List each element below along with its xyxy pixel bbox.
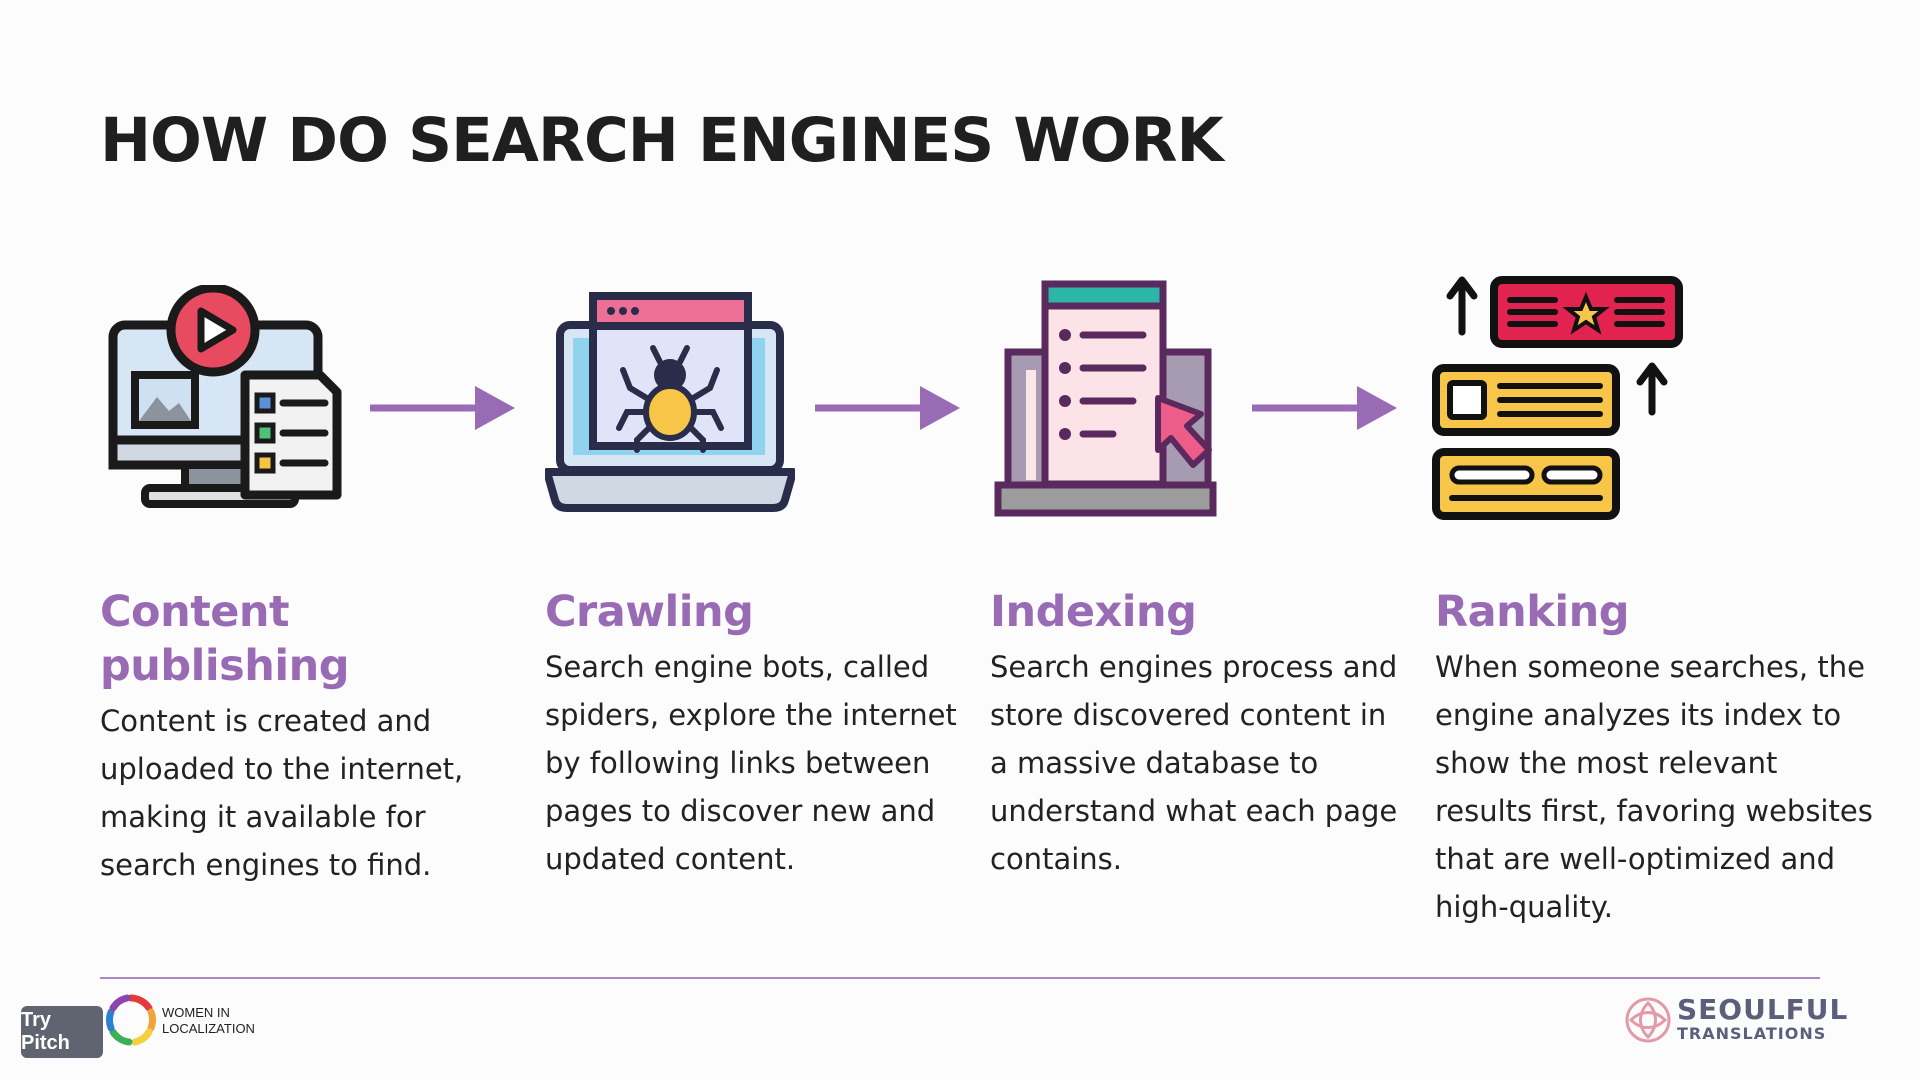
arrow-right-icon	[1252, 386, 1397, 430]
ranking-cards-icon	[1432, 276, 1683, 520]
try-pitch-button[interactable]: Try Pitch	[21, 1006, 103, 1058]
step-body: Content is created and uploaded to the i…	[100, 704, 464, 882]
step-heading: Content publishing	[100, 587, 350, 691]
step-body: When someone searches, the engine analyz…	[1435, 650, 1873, 924]
footer-divider	[100, 977, 1820, 979]
step-content-publishing: Content publishing Content is created an…	[100, 585, 520, 889]
arrow-right-icon	[370, 386, 515, 430]
brand-name: SEOULFUL	[1677, 993, 1849, 1026]
step-crawling: Crawling Search engine bots, called spid…	[545, 585, 965, 883]
brand-subtitle: TRANSLATIONS	[1677, 1024, 1827, 1043]
step-body: Search engine bots, called spiders, expl…	[545, 650, 957, 876]
arrow-right-icon	[815, 386, 960, 430]
indexing-document-icon	[994, 280, 1217, 517]
women-in-localization-logo-icon	[106, 994, 156, 1046]
step-heading: Crawling	[545, 587, 754, 637]
step-ranking: Ranking When someone searches, the engin…	[1435, 585, 1873, 931]
step-heading: Indexing	[990, 587, 1197, 637]
step-heading: Ranking	[1435, 587, 1629, 637]
page-title: HOW DO SEARCH ENGINES WORK	[100, 105, 1224, 176]
step-indexing: Indexing Search engines process and stor…	[990, 585, 1410, 883]
laptop-spider-icon	[545, 292, 795, 512]
women-in-localization-logo-text: WOMEN IN LOCALIZATION	[162, 1005, 255, 1036]
step-body: Search engines process and store discove…	[990, 650, 1398, 876]
seoulful-logo-icon	[1625, 997, 1671, 1043]
monitor-media-icon	[108, 285, 342, 508]
